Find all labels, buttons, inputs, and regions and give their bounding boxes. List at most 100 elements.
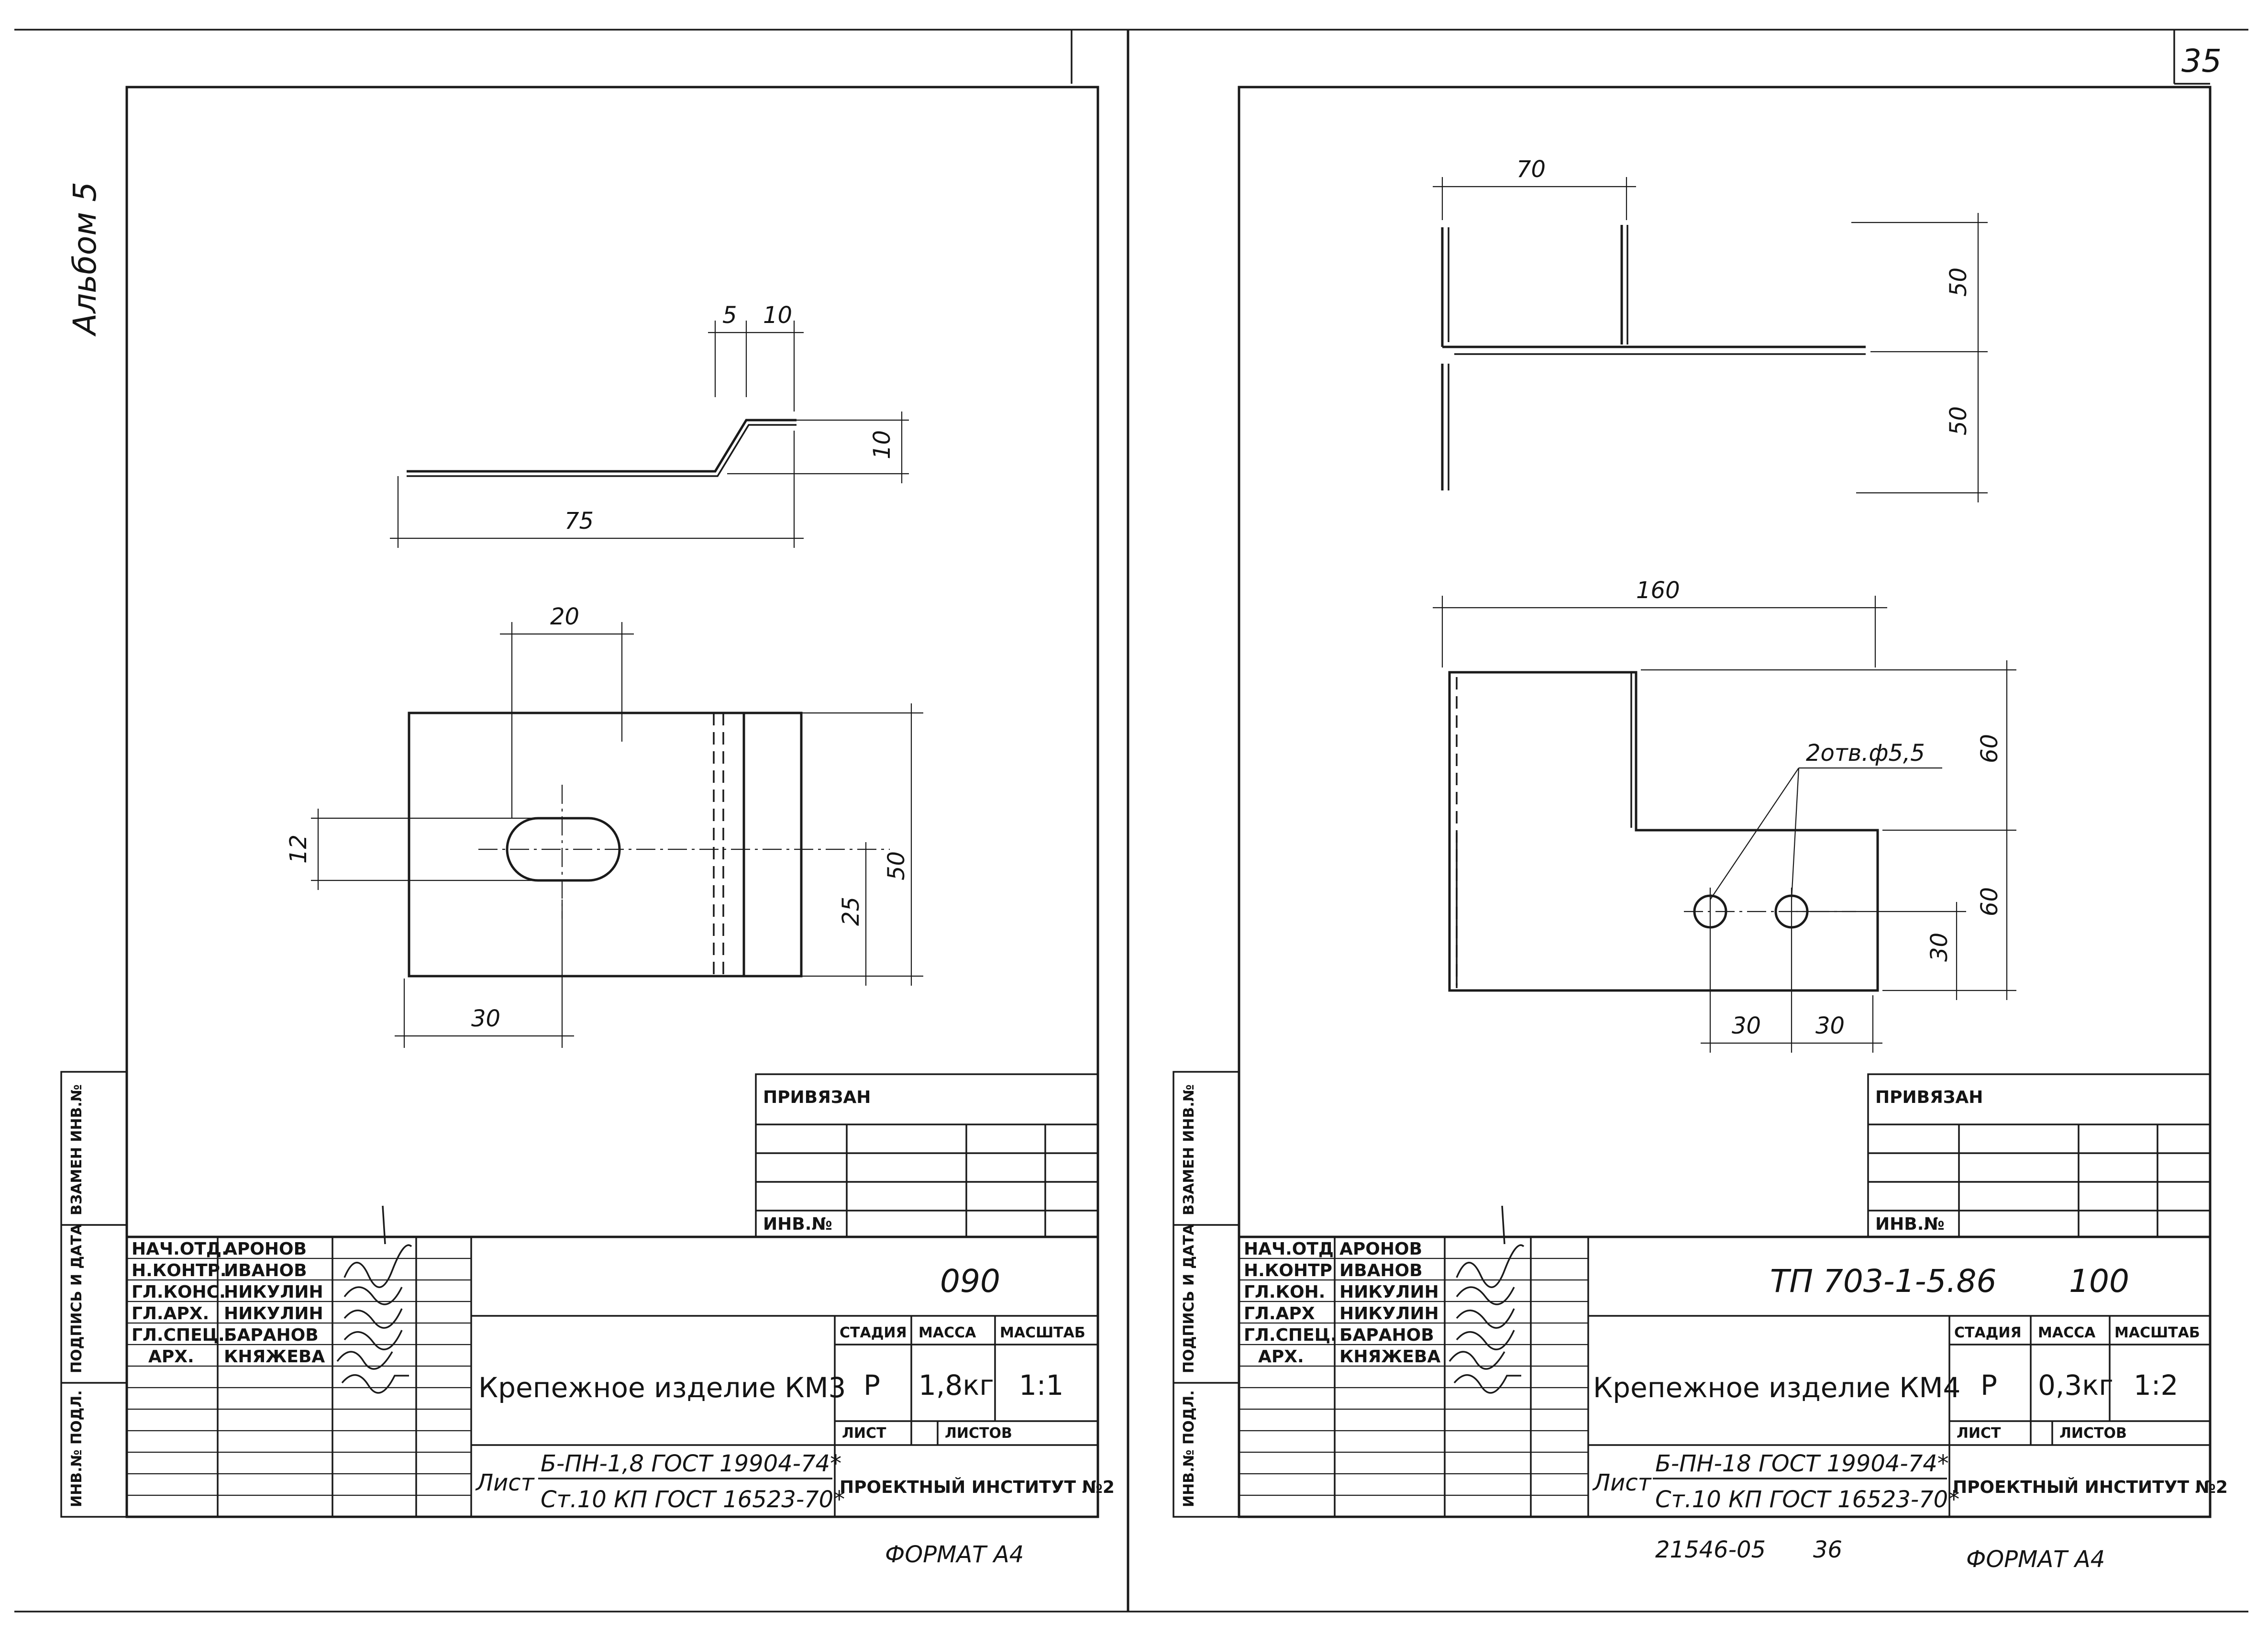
dim-5: 5 bbox=[722, 302, 737, 329]
right-sig-role-1: Н.КОНТР bbox=[1244, 1261, 1332, 1280]
right-sig-role-5: АРХ. bbox=[1258, 1347, 1304, 1367]
right-side-label-vzamen: ВЗАМЕН ИНВ.№ bbox=[1181, 1084, 1197, 1215]
left-organization: ПРОЕКТНЫЙ ИНСТИТУТ №2 bbox=[840, 1477, 1115, 1497]
side-label-vzamen: ВЗАМЕН ИНВ.№ bbox=[68, 1084, 85, 1215]
left-stadia: Р bbox=[863, 1369, 880, 1401]
left-sheet-frame bbox=[60, 86, 1099, 1518]
left-signatures: НАЧ.ОТД. АРОНОВ Н.КОНТР. ИВАНОВ ГЛ.КОНС.… bbox=[132, 1239, 325, 1367]
right-listov-label: ЛИСТОВ bbox=[2059, 1425, 2127, 1442]
right-scale: 1:2 bbox=[2134, 1369, 2178, 1401]
dim-30: 30 bbox=[471, 1005, 500, 1032]
right-side-label-podpis: ПОДПИСЬ И ДАТА bbox=[1181, 1223, 1197, 1373]
left-sig-role-5: АРХ. bbox=[148, 1347, 194, 1367]
right-sig-name-4: БАРАНОВ bbox=[1339, 1325, 1434, 1345]
right-material-bottom: Ст.10 КП ГОСТ 16523-70* bbox=[1655, 1486, 1959, 1513]
left-listov-label: ЛИСТОВ bbox=[945, 1425, 1012, 1442]
right-sig-role-2: ГЛ.КОН. bbox=[1244, 1282, 1325, 1302]
right-title-block bbox=[1238, 1205, 2212, 1518]
left-material-bottom: Ст.10 КП ГОСТ 16523-70* bbox=[541, 1486, 845, 1513]
bottom-note-page: 36 bbox=[1813, 1536, 1842, 1563]
left-format: ФОРМАТ А4 bbox=[885, 1541, 1024, 1568]
right-scale-label: МАСШТАБ bbox=[2114, 1324, 2200, 1341]
left-sig-role-1: Н.КОНТР. bbox=[132, 1261, 227, 1280]
right-mass-label: МАССА bbox=[2038, 1324, 2096, 1341]
left-material-top: Б-ПН-1,8 ГОСТ 19904-74* bbox=[541, 1450, 841, 1477]
left-binding-label: ПРИВЯЗАН bbox=[763, 1088, 871, 1107]
left-sig-role-0: НАЧ.ОТД. bbox=[132, 1239, 228, 1259]
left-doc-number: 090 bbox=[940, 1263, 1000, 1300]
left-mass: 1,8кг bbox=[918, 1369, 994, 1401]
left-stadia-label: СТАДИЯ bbox=[840, 1324, 907, 1341]
dim-30b: 30 bbox=[1815, 1012, 1845, 1039]
right-sig-name-5: КНЯЖЕВА bbox=[1339, 1347, 1440, 1367]
km4-plan-view bbox=[1433, 596, 2016, 1053]
left-mass-label: МАССА bbox=[918, 1324, 976, 1341]
right-doc-number: 100 bbox=[2069, 1263, 2129, 1300]
side-label-inv-podl: ИНВ.№ ПОДЛ. bbox=[68, 1390, 85, 1507]
left-sig-role-3: ГЛ.АРХ. bbox=[132, 1304, 209, 1324]
dim-50a: 50 bbox=[1945, 267, 1972, 297]
right-sheet-frame bbox=[1173, 86, 2212, 1518]
right-title: Крепежное изделие КМ4 bbox=[1593, 1371, 1960, 1404]
right-stadia-label: СТАДИЯ bbox=[1954, 1324, 2022, 1341]
left-title-block bbox=[125, 1205, 1099, 1518]
left-sig-name-1: ИВАНОВ bbox=[224, 1261, 307, 1280]
dim-10a: 10 bbox=[763, 302, 792, 329]
left-sig-name-5: КНЯЖЕВА bbox=[224, 1347, 325, 1367]
right-organization: ПРОЕКТНЫЙ ИНСТИТУТ №2 bbox=[1953, 1477, 2228, 1497]
right-format: ФОРМАТ А4 bbox=[1966, 1546, 2105, 1573]
left-sig-name-2: НИКУЛИН bbox=[224, 1282, 323, 1302]
dim-50b: 50 bbox=[1945, 406, 1972, 435]
left-title: Крепежное изделие КМ3 bbox=[478, 1371, 846, 1404]
outer-frame bbox=[14, 29, 2248, 1613]
right-stadia: Р bbox=[1980, 1369, 1997, 1401]
right-project-code: ТП 703-1-5.86 bbox=[1770, 1263, 1996, 1300]
left-scale-label: МАСШТАБ bbox=[1000, 1324, 1085, 1341]
km4-profile-view bbox=[1433, 177, 1988, 502]
dim-60a: 60 bbox=[1976, 734, 2003, 763]
left-sig-name-0: АРОНОВ bbox=[224, 1239, 307, 1259]
left-list-label: ЛИСТ bbox=[842, 1425, 886, 1442]
dim-10b: 10 bbox=[869, 430, 896, 459]
right-sig-role-0: НАЧ.ОТД bbox=[1244, 1239, 1334, 1259]
right-sig-name-1: ИВАНОВ bbox=[1339, 1261, 1423, 1280]
right-side-label-inv-podl: ИНВ.№ ПОДЛ. bbox=[1181, 1390, 1197, 1507]
bottom-note-number: 21546-05 bbox=[1655, 1536, 1766, 1563]
right-list-label: ЛИСТ bbox=[1957, 1425, 2001, 1442]
right-mass: 0,3кг bbox=[2038, 1369, 2113, 1401]
left-inv-label: ИНВ.№ bbox=[763, 1214, 832, 1234]
km3-profile-view bbox=[390, 321, 909, 548]
left-sig-name-3: НИКУЛИН bbox=[224, 1304, 323, 1324]
right-signatures: НАЧ.ОТД АРОНОВ Н.КОНТР ИВАНОВ ГЛ.КОН. НИ… bbox=[1244, 1239, 1440, 1367]
left-sig-role-2: ГЛ.КОНС. bbox=[132, 1282, 226, 1302]
right-material-prefix: Лист bbox=[1592, 1469, 1652, 1496]
dim-25: 25 bbox=[838, 897, 864, 926]
signature-mark bbox=[343, 1244, 412, 1288]
right-sig-role-4: ГЛ.СПЕЦ. bbox=[1244, 1325, 1337, 1345]
left-material-prefix: Лист bbox=[475, 1469, 535, 1496]
page-number: 35 bbox=[2181, 43, 2222, 79]
dim-20: 20 bbox=[550, 603, 579, 630]
right-sig-role-3: ГЛ.АРХ bbox=[1244, 1304, 1315, 1324]
right-binding-label: ПРИВЯЗАН bbox=[1875, 1088, 1983, 1107]
km3-plan-view bbox=[311, 622, 923, 1048]
dim-12: 12 bbox=[285, 834, 312, 864]
left-sig-role-4: ГЛ.СПЕЦ. bbox=[132, 1325, 225, 1345]
right-sig-name-2: НИКУЛИН bbox=[1339, 1282, 1439, 1302]
album-label: Альбом 5 bbox=[66, 182, 103, 337]
dim-60b: 60 bbox=[1976, 887, 2003, 916]
dim-75: 75 bbox=[564, 508, 594, 534]
dim-50: 50 bbox=[883, 851, 910, 880]
right-inv-label: ИНВ.№ bbox=[1875, 1214, 1945, 1234]
dim-30v: 30 bbox=[1926, 933, 1953, 962]
dim-160: 160 bbox=[1636, 577, 1680, 604]
right-material-top: Б-ПН-18 ГОСТ 19904-74* bbox=[1655, 1450, 1949, 1477]
right-binding-block bbox=[1867, 1073, 2211, 1238]
right-sig-name-0: АРОНОВ bbox=[1339, 1239, 1422, 1259]
right-sig-name-3: НИКУЛИН bbox=[1339, 1304, 1439, 1324]
side-label-podpis: ПОДПИСЬ И ДАТА bbox=[68, 1223, 85, 1373]
left-sig-name-4: БАРАНОВ bbox=[224, 1325, 319, 1345]
hole-note: 2отв.ф5,5 bbox=[1806, 740, 1925, 767]
left-scale: 1:1 bbox=[1019, 1369, 1063, 1401]
